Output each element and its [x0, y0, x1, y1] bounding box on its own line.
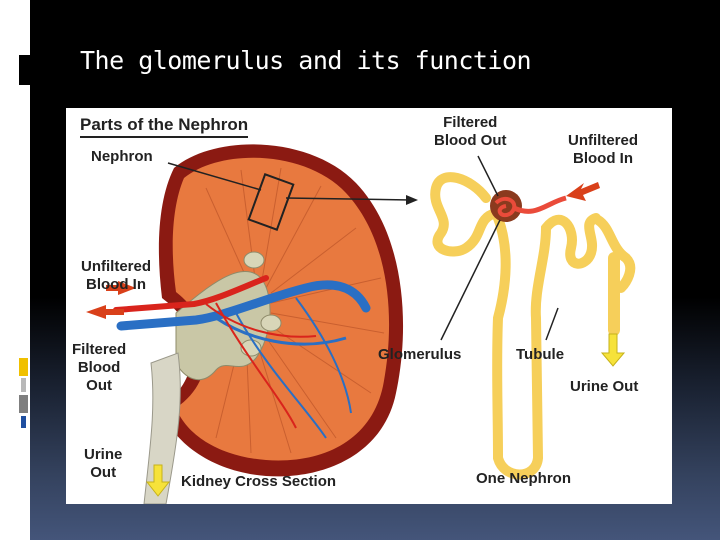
urine-out-arrow-right: [600, 333, 626, 367]
label-filtered-blood-out-right: Filtered Blood Out: [434, 114, 507, 149]
filtered-out-pointer: [477, 155, 499, 197]
accent-mark-lightgray: [21, 378, 26, 392]
label-unfiltered-blood-in-right: Unfiltered Blood In: [568, 132, 639, 167]
unfiltered-in-arrow-right: [566, 182, 600, 201]
accent-mark-gray: [19, 395, 28, 413]
diagram-heading: Parts of the Nephron: [80, 114, 249, 138]
tubule-pointer: [545, 307, 559, 341]
medulla-striations: [205, 167, 385, 454]
label-unfiltered-blood-in-left: Unfiltered Blood In: [81, 258, 152, 293]
afferent-vessel: [512, 195, 567, 214]
filtered-out-arrow-left: [86, 305, 124, 319]
label-filtered-blood-out-left: Filtered Blood Out: [72, 341, 127, 394]
left-accent-strip: [0, 0, 30, 540]
slide-title: The glomerulus and its function: [80, 46, 532, 75]
one-nephron-group: [430, 172, 636, 480]
label-nephron: Nephron: [91, 148, 153, 165]
ureter: [143, 352, 181, 504]
unfiltered-in-arrow-left: [106, 281, 136, 295]
nephron-illustration: [86, 144, 636, 504]
accent-mark-black: [19, 55, 30, 85]
glomerulus-pointer: [440, 219, 501, 341]
nephron-diagram: Parts of the Nephron Nephron Unfiltered …: [66, 108, 672, 504]
label-urine-out-right: Urine Out: [570, 378, 639, 395]
nephron-to-detail-arrow: [285, 197, 412, 201]
urine-out-arrow-left: [145, 464, 171, 497]
nephron-highlight-box: [247, 173, 295, 231]
label-glomerulus: Glomerulus: [378, 346, 462, 363]
nephron-tubule: [430, 172, 601, 480]
renal-vein: [116, 280, 371, 331]
label-tubule: Tubule: [516, 346, 565, 363]
label-kidney-cross-section: Kidney Cross Section: [181, 473, 337, 490]
accent-mark-yellow: [19, 358, 28, 376]
label-urine-out-left: Urine Out: [84, 446, 123, 481]
renal-artery: [113, 275, 269, 313]
nephron-pointer: [167, 162, 262, 191]
label-one-nephron: One Nephron: [476, 470, 572, 487]
accent-mark-blue: [21, 416, 26, 428]
